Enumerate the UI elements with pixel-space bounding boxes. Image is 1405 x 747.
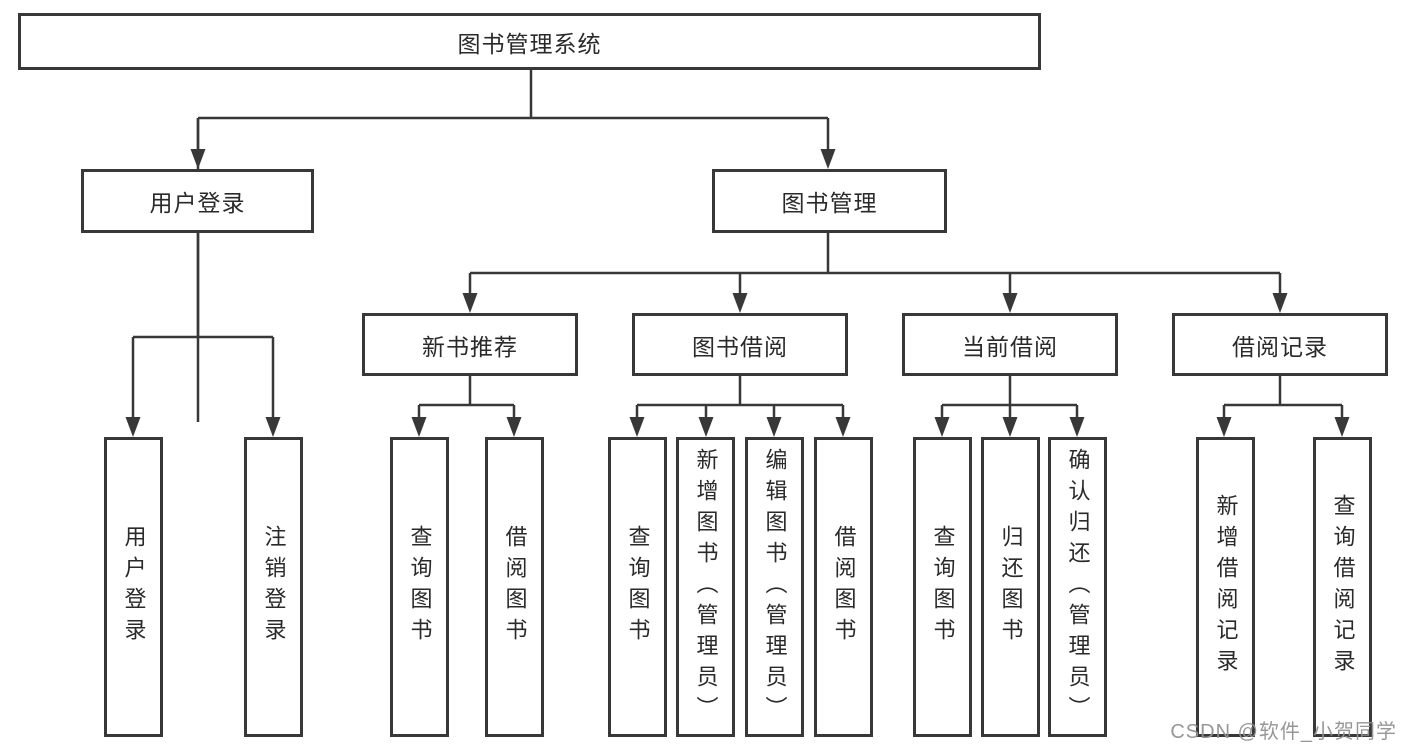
connector-root-to-level2 (196, 69, 830, 422)
connector-mgmt-to-level3 (468, 232, 1282, 296)
leaf-query-book-under-borrowing: 查询图书 (608, 437, 667, 737)
node-label: 借阅图书 (831, 525, 857, 649)
node-current-borrowing: 当前借阅 (902, 313, 1118, 376)
leaf-borrow-book-under-borrowing: 借阅图书 (814, 437, 873, 737)
node-label: 查询图书 (930, 525, 956, 649)
node-borrowing-records: 借阅记录 (1172, 313, 1388, 376)
connector-newrec-to-leaves (417, 375, 516, 420)
node-label: 借阅图书 (502, 525, 528, 649)
node-library-management-system: 图书管理系统 (18, 13, 1041, 70)
csdn-watermark: CSDN @软件_小贺同学 (1170, 721, 1397, 743)
connector-borrow-to-leaves (635, 375, 845, 420)
node-label: 新增借阅记录 (1213, 494, 1239, 680)
node-label: 图书管理系统 (457, 30, 602, 57)
leaf-edit-book-admin: 编辑图书（管理员） (745, 437, 804, 737)
node-book-borrowing: 图书借阅 (632, 313, 848, 376)
leaf-add-book-admin: 新增图书（管理员） (676, 437, 735, 737)
connector-records-to-leaves (1222, 375, 1344, 420)
leaf-user-login: 用户登录 (104, 437, 163, 737)
node-book-management: 图书管理 (712, 169, 947, 233)
leaf-confirm-return-admin: 确认归还（管理员） (1048, 437, 1107, 737)
node-label: 新增图书（管理员） (693, 447, 719, 727)
node-label: 新书推荐 (422, 333, 518, 360)
leaf-query-book-under-recommend: 查询图书 (390, 437, 449, 737)
node-new-book-recommend: 新书推荐 (362, 313, 578, 376)
node-label: 用户登录 (121, 525, 147, 649)
node-label: 查询借阅记录 (1330, 494, 1356, 680)
leaf-query-borrow-record: 查询借阅记录 (1313, 437, 1372, 737)
leaf-borrow-book-under-recommend: 借阅图书 (485, 437, 544, 737)
node-label: 当前借阅 (962, 333, 1058, 360)
connector-current-to-leaves (940, 375, 1079, 420)
node-label: 图书借阅 (692, 333, 788, 360)
node-label: 编辑图书（管理员） (762, 447, 788, 727)
node-label: 借阅记录 (1232, 333, 1328, 360)
leaf-return-book: 归还图书 (981, 437, 1040, 737)
node-label: 图书管理 (781, 190, 878, 216)
node-label: 用户登录 (149, 190, 246, 216)
node-label: 注销登录 (261, 525, 287, 649)
connector-login-to-leaves (131, 232, 275, 420)
leaf-query-book-under-current: 查询图书 (913, 437, 972, 737)
node-label: 查询图书 (625, 525, 651, 649)
node-label: 查询图书 (407, 525, 433, 649)
arrowheads (125, 149, 1350, 437)
node-user-login-group: 用户登录 (81, 169, 314, 233)
leaf-logout: 注销登录 (244, 437, 303, 737)
node-label: 归还图书 (998, 525, 1024, 649)
node-label: 确认归还（管理员） (1065, 447, 1091, 727)
leaf-add-borrow-record: 新增借阅记录 (1196, 437, 1255, 737)
